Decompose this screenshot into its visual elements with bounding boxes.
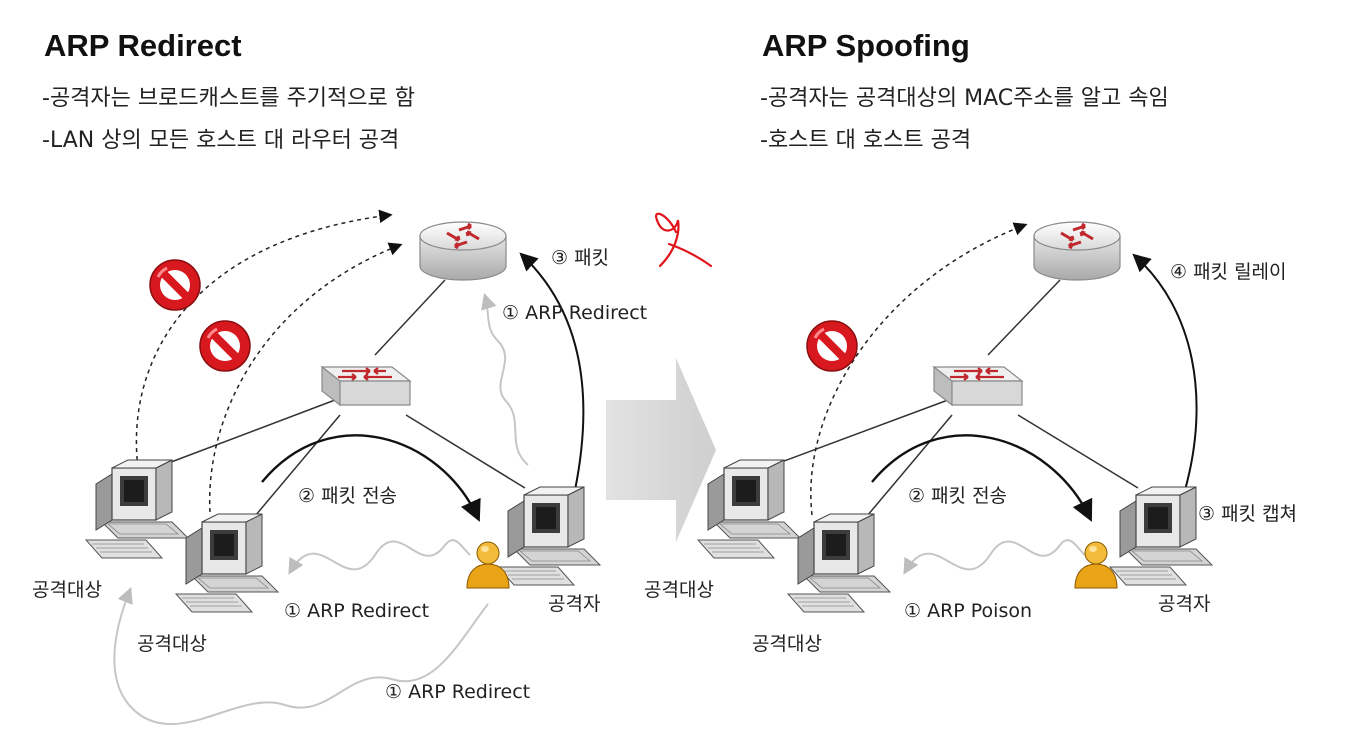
left-diagram: ③ 패킷 ① ARP Redirect ② 패킷 전송 ① ARP Redire…: [32, 209, 713, 726]
right-bullet-1: -공격자는 공격대상의 MAC주소를 알고 속임: [760, 86, 1169, 111]
label-target-2: 공격대상: [137, 633, 207, 655]
router-icon: [418, 220, 508, 282]
user-icon: [466, 541, 510, 589]
router-icon: [1032, 220, 1122, 282]
computer-icon: [85, 459, 189, 559]
label-packet-send: ② 패킷 전송: [908, 485, 1007, 507]
computer-icon: [1109, 486, 1213, 586]
right-bullet-2: -호스트 대 호스트 공격: [760, 128, 972, 153]
label-packet: ③ 패킷: [551, 247, 609, 269]
computer-icon: [175, 513, 279, 613]
left-bullet-1: -공격자는 브로드캐스트를 주기적으로 함: [42, 86, 415, 111]
left-panel-title: ARP Redirect: [44, 28, 242, 63]
switch-icon: [320, 365, 412, 407]
left-bullet-2: -LAN 상의 모든 호스트 대 라우터 공격: [42, 128, 400, 153]
label-packet-capture: ③ 패킷 캡쳐: [1198, 503, 1297, 525]
label-arp-redirect-bottom: ① ARP Redirect: [385, 681, 530, 703]
label-target-1: 공격대상: [32, 579, 102, 601]
label-target-1: 공격대상: [644, 579, 714, 601]
label-arp-redirect-up: ① ARP Redirect: [502, 302, 647, 324]
prohibited-icon: [150, 260, 200, 310]
right-panel-title: ARP Spoofing: [762, 28, 970, 63]
label-attacker: 공격자: [1158, 593, 1210, 615]
prohibited-icon: [807, 321, 857, 371]
label-arp-poison: ① ARP Poison: [904, 600, 1032, 622]
label-packet-relay: ④ 패킷 릴레이: [1170, 261, 1287, 283]
computer-icon: [697, 459, 801, 559]
label-target-2: 공격대상: [752, 633, 822, 655]
label-attacker: 공격자: [548, 593, 600, 615]
computer-icon: [497, 486, 601, 586]
transition-arrow-icon: [606, 358, 716, 542]
switch-icon: [932, 365, 1024, 407]
prohibited-icon: [200, 321, 250, 371]
label-packet-send: ② 패킷 전송: [298, 485, 397, 507]
handwritten-mark: [654, 212, 713, 268]
label-arp-redirect-mid: ① ARP Redirect: [284, 600, 429, 622]
user-icon: [1074, 541, 1118, 589]
right-diagram: ④ 패킷 릴레이 ② 패킷 전송 ③ 패킷 캡쳐 ① ARP Poison 공격…: [644, 220, 1297, 655]
computer-icon: [787, 513, 891, 613]
